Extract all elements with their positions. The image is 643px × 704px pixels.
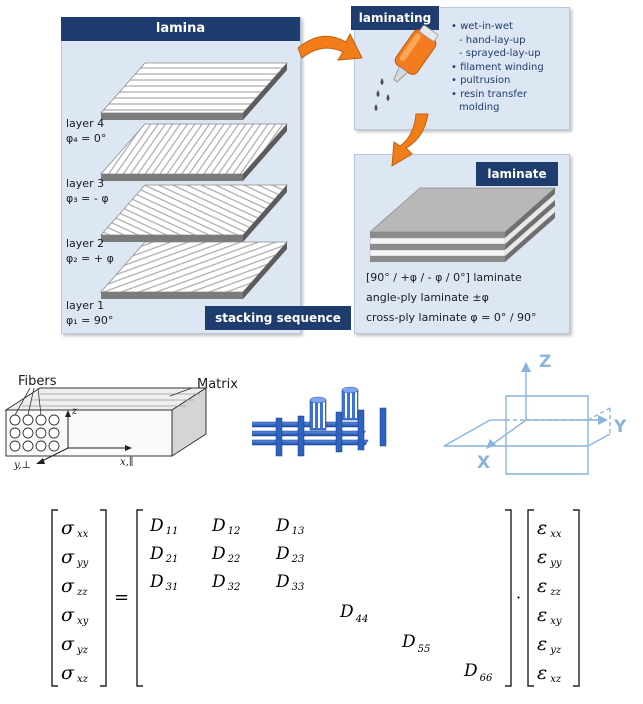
laminate-descriptions: [90° / +φ / - φ / 0°] laminate angle-ply… [366,268,537,328]
method-item: - sprayed-lay-up [459,48,541,59]
z-axis-label: z [72,406,78,417]
laminating-methods-list: • wet-in-wet - hand-lay-up - sprayed-lay… [451,20,544,115]
y-axis-label: y,⊥ [14,460,31,471]
lamina-layer-4 [100,62,288,120]
lamina-layer-2 [100,184,288,242]
lamina-layer-3 [100,123,288,181]
woven-3d-structure-illustration [252,386,387,457]
method-item: • resin transfer [451,88,528,100]
cross-ply-text: cross-ply laminate φ = 0° / 90° [366,311,537,324]
process-arrows [297,32,429,167]
method-item: molding [459,102,500,113]
xyz-axes-diagram [443,362,611,475]
axis-y-label: Y [614,417,627,437]
arrow-laminating-to-laminate [391,113,429,167]
x-axis-label: x,∥ [120,457,134,468]
axis-z-label: Z [539,352,552,372]
angle-ply-text: angle-ply laminate ±φ [366,291,489,304]
fibers-label: Fibers [18,374,57,389]
matrix-label: Matrix [197,377,238,392]
fiber-matrix-diagram [4,387,208,464]
lamina-header: lamina [61,17,300,41]
lamina-layer-1 [100,241,288,299]
axis-x-label: X [477,453,491,473]
laminate-stack-illustration [368,187,557,262]
laminating-header: laminating [351,6,439,30]
lamina-layers-illustration [100,62,288,299]
equals-sign: = [114,587,129,608]
method-item: • filament winding [451,61,544,73]
arrow-lamina-to-laminating [297,32,363,61]
stacking-sequence-label: stacking sequence [205,306,351,330]
laminate-header: laminate [476,162,558,186]
laminate-sequence-text: [90° / +φ / - φ / 0°] laminate [366,271,522,284]
method-item: • wet-in-wet [451,21,513,32]
method-item: • pultrusion [451,75,511,86]
dot-operator: · [516,588,521,607]
method-item: - hand-lay-up [459,34,526,46]
resin-bottle-icon [374,25,439,111]
